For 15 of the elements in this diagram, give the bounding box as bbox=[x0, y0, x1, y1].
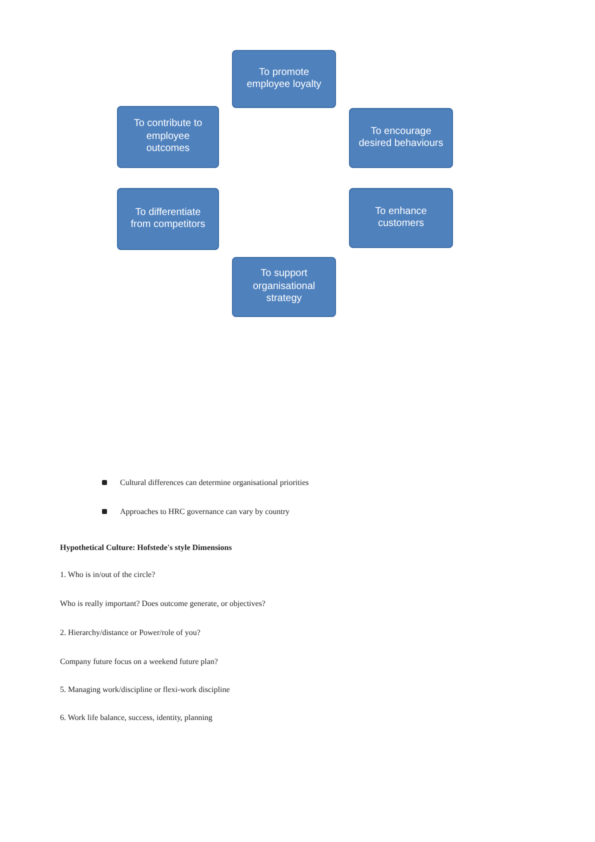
list-item: 2. Hierarchy/distance or Power/role of you? bbox=[60, 628, 200, 637]
list-item: Who is really important? Does outcome generate, or objectives? bbox=[60, 599, 266, 608]
list-item: 5. Managing work/discipline or flexi-work discipline bbox=[60, 685, 230, 694]
process-box: To enhance customers bbox=[349, 188, 453, 248]
process-box: To support organisational strategy bbox=[232, 257, 336, 317]
section-heading: Hypothetical Culture: Hofstede's style Dimensions bbox=[60, 543, 232, 552]
bullet-text: Approaches to HRC governance can vary by country bbox=[120, 507, 290, 516]
process-box: To differentiate from competitors bbox=[117, 188, 219, 250]
process-box: To encourage desired behaviours bbox=[349, 108, 453, 168]
bullet-text: Cultural differences can determine organisational priorities bbox=[120, 478, 309, 487]
list-item: 1. Who is in/out of the circle? bbox=[60, 570, 156, 579]
list-item: 6. Work life balance, success, identity, planning bbox=[60, 713, 212, 722]
process-box: To promote employee loyalty bbox=[232, 50, 336, 108]
process-box: To contribute to employee outcomes bbox=[117, 106, 219, 168]
list-item: Company future focus on a weekend future plan? bbox=[60, 657, 218, 666]
